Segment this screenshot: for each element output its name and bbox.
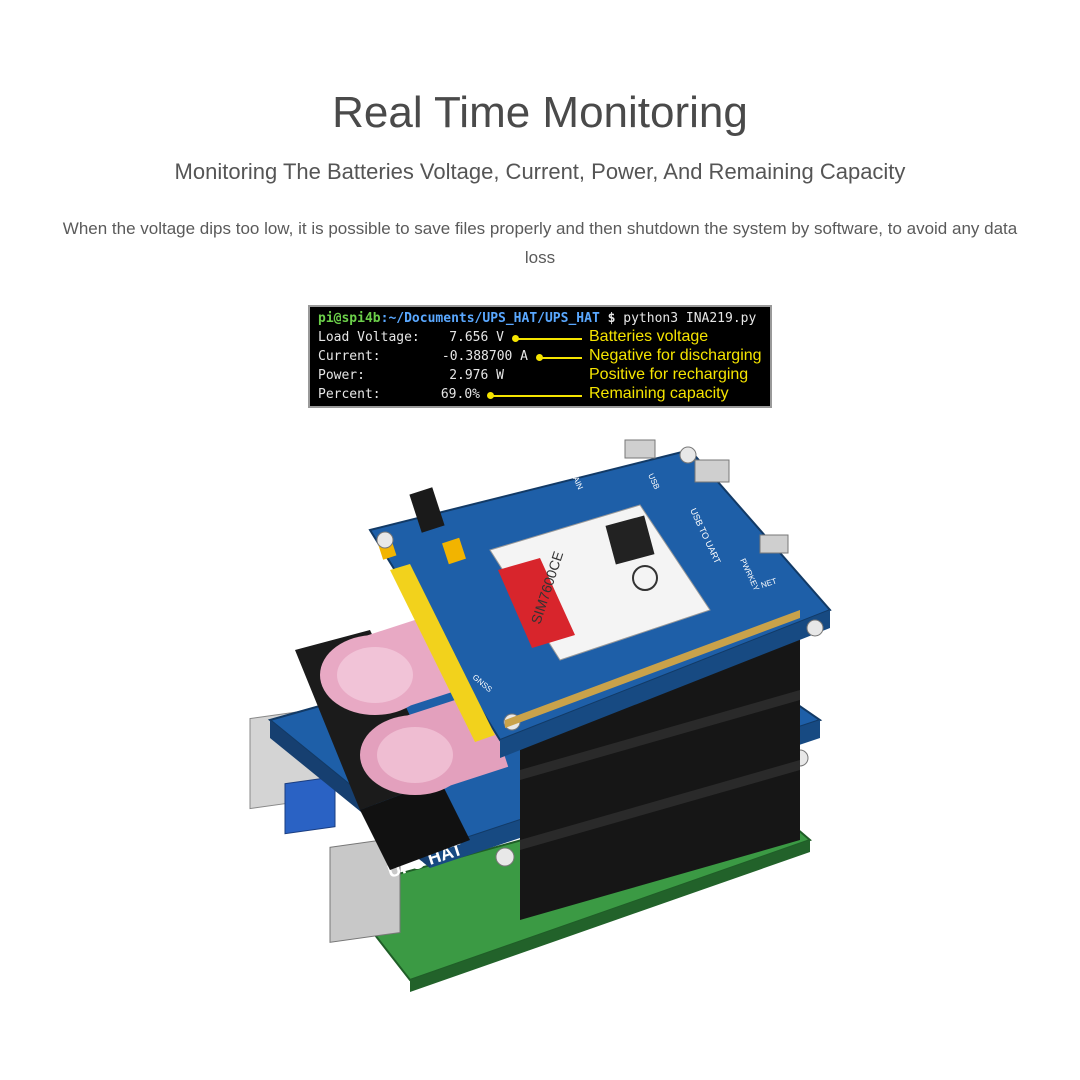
percent-label: Percent: — [318, 387, 381, 402]
voltage-label: Load Voltage: — [318, 330, 420, 345]
voltage-value: 7.656 V — [449, 330, 504, 345]
current-marker-dot — [536, 354, 543, 361]
page-title: Real Time Monitoring — [332, 88, 748, 137]
percent-marker-dot — [487, 392, 494, 399]
current-label: Current: — [318, 349, 381, 364]
terminal-command: python3 INA219.py — [615, 311, 757, 326]
percent-leader-line — [491, 395, 582, 397]
annotation-negative-discharging: Negative for discharging — [589, 347, 762, 364]
annotation-remaining-capacity: Remaining capacity — [589, 385, 729, 402]
aux-label: AUX — [500, 480, 519, 494]
terminal-prompt-line: pi@spi4b:~/Documents/UPS_HAT/UPS_HAT $ p… — [318, 311, 756, 326]
annotation-batteries-voltage: Batteries voltage — [589, 328, 709, 345]
percent-value: 69.0% — [440, 387, 480, 402]
annotation-positive-recharging: Positive for recharging — [589, 366, 749, 383]
sim7600-hat-board: SIM7600CE USB TO UART PWRKEY MAIN AUX US… — [368, 439, 832, 758]
current-value: -0.388700 A — [441, 349, 528, 364]
prompt-sign: $ — [599, 311, 616, 326]
page-description: When the voltage dips too low, it is pos… — [62, 219, 1018, 267]
power-label: Power: — [318, 368, 365, 383]
voltage-leader-line — [516, 338, 582, 340]
prompt-user: pi@spi4b — [318, 311, 381, 326]
product-photo: UPS HAT SIM7600CE — [249, 439, 832, 992]
voltage-marker-dot — [512, 335, 519, 342]
prompt-path: :~/Documents/UPS_HAT/UPS_HAT — [380, 311, 600, 326]
terminal-window: pi@spi4b:~/Documents/UPS_HAT/UPS_HAT $ p… — [308, 305, 772, 408]
page-subtitle: Monitoring The Batteries Voltage, Curren… — [174, 159, 906, 184]
battery-holder — [295, 612, 509, 870]
power-value: 2.976 W — [449, 368, 504, 383]
current-leader-line — [540, 357, 582, 359]
